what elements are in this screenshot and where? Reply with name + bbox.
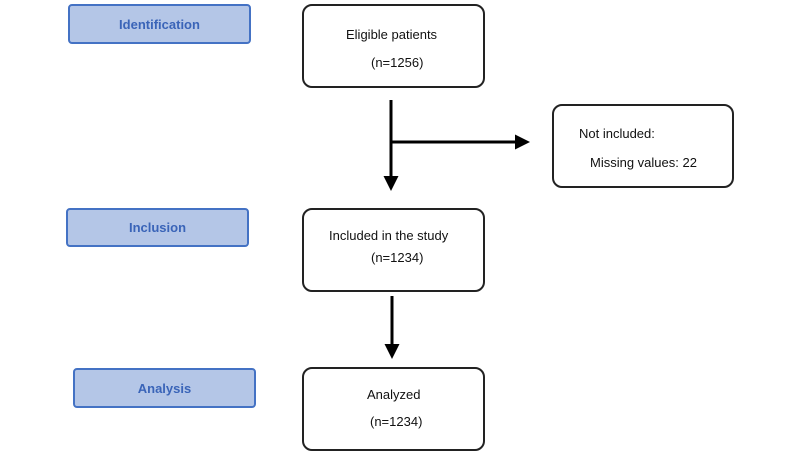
- included-study-box: Included in the study (n=1234): [302, 208, 485, 292]
- analyzed-title: Analyzed: [367, 387, 421, 402]
- stage-analysis: Analysis: [73, 368, 256, 408]
- included-study-count: (n=1234): [371, 250, 424, 265]
- missing-values-text: Missing values: 22: [590, 155, 697, 170]
- included-study-title: Included in the study: [329, 228, 449, 243]
- not-included-box: Not included: Missing values: 22: [552, 104, 734, 188]
- analyzed-box: Analyzed (n=1234): [302, 367, 485, 451]
- analyzed-count: (n=1234): [370, 414, 423, 429]
- not-included-title: Not included:: [579, 126, 655, 141]
- eligible-patients-box: Eligible patients (n=1256): [302, 4, 485, 88]
- stage-identification: Identification: [68, 4, 251, 44]
- stage-inclusion: Inclusion: [66, 208, 249, 247]
- eligible-patients-count: (n=1256): [371, 55, 424, 70]
- eligible-patients-title: Eligible patients: [346, 27, 438, 42]
